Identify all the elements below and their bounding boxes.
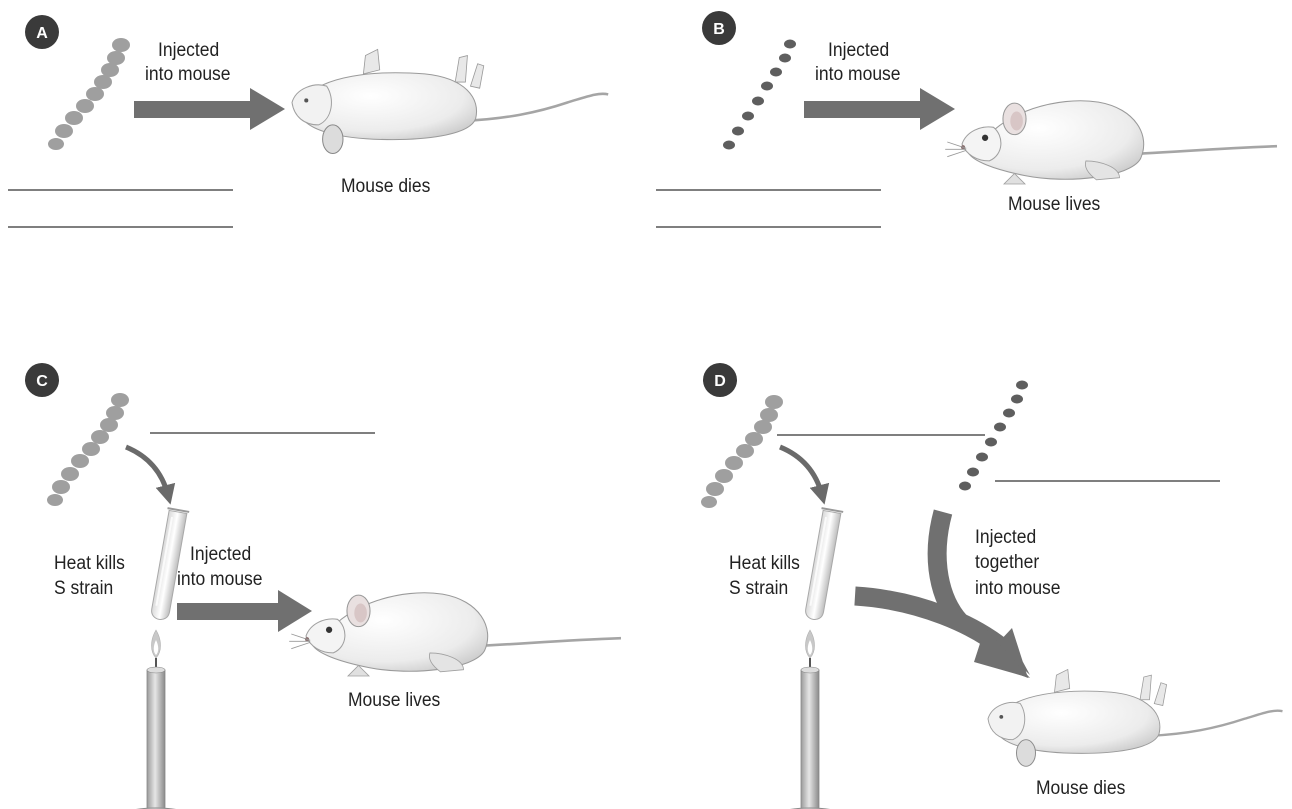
curved-arrow bbox=[126, 447, 168, 495]
s-strain-bacteria-icon bbox=[701, 395, 783, 508]
panel-c-injection-label-line2: into mouse bbox=[177, 569, 263, 591]
panel-c-badge: C bbox=[25, 363, 59, 397]
r-strain-bacteria-icon bbox=[723, 40, 796, 150]
s-strain-bacteria-icon bbox=[48, 38, 130, 150]
panel-b-injection-label-line2: into mouse bbox=[815, 64, 901, 86]
injection-arrow bbox=[177, 590, 312, 632]
panel-a-injection-label-line1: Injected bbox=[158, 40, 219, 62]
s-strain-bacteria-icon bbox=[47, 393, 129, 506]
panel-c: C bbox=[25, 363, 621, 809]
panel-c-heat-label-line1: Heat kills bbox=[54, 553, 125, 575]
dead-mouse-icon bbox=[292, 49, 608, 153]
panel-b-injection-label-line1: Injected bbox=[828, 40, 889, 62]
dead-mouse-icon bbox=[988, 669, 1283, 766]
injection-arrow bbox=[804, 88, 955, 130]
panel-d-outcome-label: Mouse dies bbox=[1036, 778, 1125, 800]
panel-b: B bbox=[656, 11, 1277, 227]
svg-text:D: D bbox=[714, 373, 726, 390]
panel-a-badge: A bbox=[25, 15, 59, 49]
panel-b-outcome-label: Mouse lives bbox=[1008, 194, 1100, 216]
panel-d-injection-label-line3: into mouse bbox=[975, 578, 1061, 600]
svg-text:B: B bbox=[713, 21, 725, 38]
alive-mouse-icon bbox=[289, 593, 621, 676]
alive-mouse-icon bbox=[945, 101, 1277, 184]
svg-text:C: C bbox=[36, 373, 48, 390]
panel-d-injection-label-line1: Injected bbox=[975, 527, 1036, 549]
test-tube-icon bbox=[802, 508, 843, 621]
panel-a-outcome-label: Mouse dies bbox=[341, 176, 430, 198]
panel-d-heat-label-line1: Heat kills bbox=[729, 553, 800, 575]
panel-c-outcome-label: Mouse lives bbox=[348, 690, 440, 712]
bunsen-burner-icon bbox=[734, 630, 846, 809]
panel-c-heat-label-line2: S strain bbox=[54, 578, 113, 600]
panel-c-injection-label-line1: Injected bbox=[190, 544, 251, 566]
svg-text:A: A bbox=[36, 25, 48, 42]
injection-arrow bbox=[134, 88, 285, 130]
panel-d-injection-label-line2: together bbox=[975, 552, 1039, 574]
panel-a-injection-label-line2: into mouse bbox=[145, 64, 231, 86]
panel-d-badge: D bbox=[703, 363, 737, 397]
curved-arrow bbox=[780, 447, 822, 495]
panel-a: A bbox=[8, 15, 608, 227]
bunsen-burner-icon bbox=[80, 630, 192, 809]
panel-d-heat-label-line2: S strain bbox=[729, 578, 788, 600]
panel-b-badge: B bbox=[702, 11, 736, 45]
